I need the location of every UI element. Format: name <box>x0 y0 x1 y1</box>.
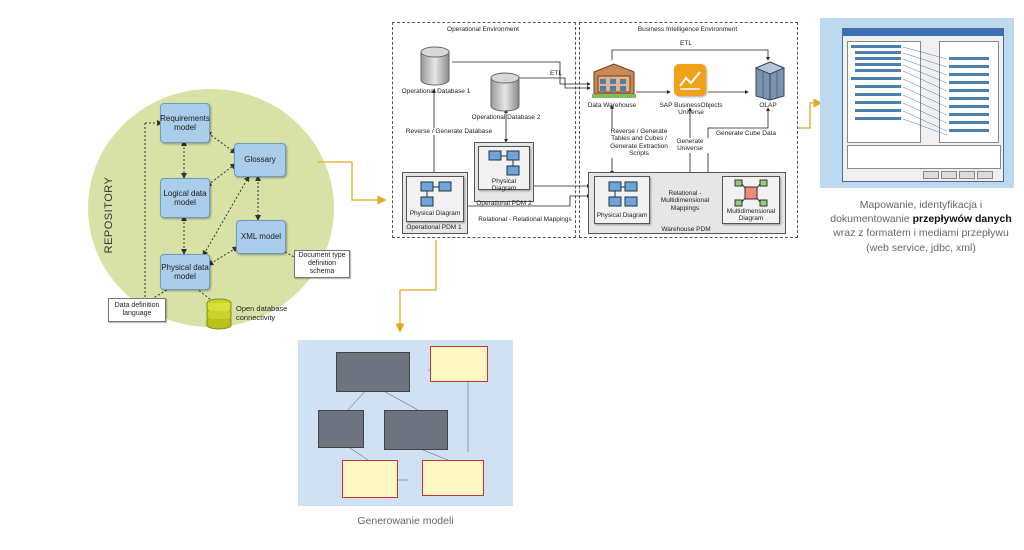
relational-mappings-label: Relational - Relational Mappings <box>478 216 572 223</box>
mapping-caption-post: wraz z formatem i mediami przepływu (web… <box>833 227 1009 254</box>
physical-diagram-2-label: Physical Diagram <box>491 178 517 193</box>
model-table-2 <box>430 346 488 382</box>
generate-universe-label: Generate Universe <box>668 138 712 153</box>
model-table-3 <box>318 410 364 448</box>
rel-multidim-label: Relational - Multidimensional Mappings <box>652 190 718 213</box>
operational-environment-title: Operational Environment <box>447 26 519 33</box>
multidimensional-diagram-label: Multidimensional Diagram <box>726 208 776 223</box>
model-table-6 <box>422 460 484 496</box>
generate-cube-label: Generate Cube Data <box>714 130 778 138</box>
physical-data-model-box: Physical data model <box>160 254 210 290</box>
mapping-window <box>842 28 1004 182</box>
physical-diagram-2-icon <box>488 150 520 176</box>
etl-left-label: ETL <box>550 70 562 77</box>
mapping-caption-bold: przepływów danych <box>912 213 1012 226</box>
mapping-screenshot <box>820 18 1014 188</box>
repository-arrows <box>144 120 297 305</box>
database-icon <box>206 298 232 330</box>
requirements-model-box: Requirements model <box>160 103 210 143</box>
model-table-1 <box>336 352 410 392</box>
generated-model-screenshot <box>298 340 513 506</box>
reverse-generate-database-label: Reverse / Generate Database <box>404 128 494 136</box>
multidimensional-diagram-icon <box>734 179 768 207</box>
data-warehouse-label: Data Warehouse <box>587 102 637 109</box>
multidimensional-diagram-box: Multidimensional Diagram <box>722 176 780 224</box>
physical-diagram-1-box: Physical Diagram <box>406 176 464 222</box>
olap-icon <box>754 61 786 101</box>
warehouse-physical-diagram-icon <box>608 181 638 207</box>
operational-database-2-label: Operational Database 2 <box>471 114 541 121</box>
physical-diagram-1-icon <box>420 181 452 207</box>
sap-bo-label: SAP BusinessObjects Universe <box>659 102 723 117</box>
olap-label: OLAP <box>759 102 777 109</box>
glossary-box: Glossary <box>234 143 286 177</box>
sap-bo-icon <box>674 64 706 96</box>
operational-database-1-icon <box>420 46 450 86</box>
generating-caption: Generowanie modeli <box>357 515 454 527</box>
mapping-caption-pre: Mapowanie, identyfikacja i dokumentowani… <box>830 199 983 226</box>
doc-type-schema-note: Document type definition schema <box>294 250 350 278</box>
operational-pdm-1-label: Operational PDM 1 <box>406 224 462 231</box>
odbc-label: Open database connectivity <box>236 304 288 322</box>
operational-pdm-2-label: Operational PDM 2 <box>476 200 532 207</box>
warehouse-pdm-label: Warehouse PDM <box>661 226 711 233</box>
logical-data-model-box: Logical data model <box>160 178 210 218</box>
operational-database-1-label: Operational Database 1 <box>401 88 471 95</box>
reverse-generate-tables-label: Reverse / Generate Tables and Cubes / Ge… <box>602 128 676 158</box>
mapping-caption: Mapowanie, identyfikacja i dokumentowani… <box>826 198 1016 255</box>
model-table-4 <box>384 410 448 450</box>
data-warehouse-icon <box>592 63 636 98</box>
operational-database-2-icon <box>490 72 520 112</box>
bi-environment-title: Business Intelligence Environment <box>637 26 738 33</box>
ddl-note: Data definition language <box>108 298 166 322</box>
etl-top-label: ETL <box>680 40 692 47</box>
physical-diagram-2-box: Physical Diagram <box>478 146 530 193</box>
model-table-5 <box>342 460 398 498</box>
xml-model-box: XML model <box>236 220 286 254</box>
warehouse-physical-diagram-label: Physical Diagram <box>596 212 648 219</box>
warehouse-physical-diagram-box: Physical Diagram <box>594 176 650 224</box>
physical-diagram-1-label: Physical Diagram <box>409 210 461 217</box>
